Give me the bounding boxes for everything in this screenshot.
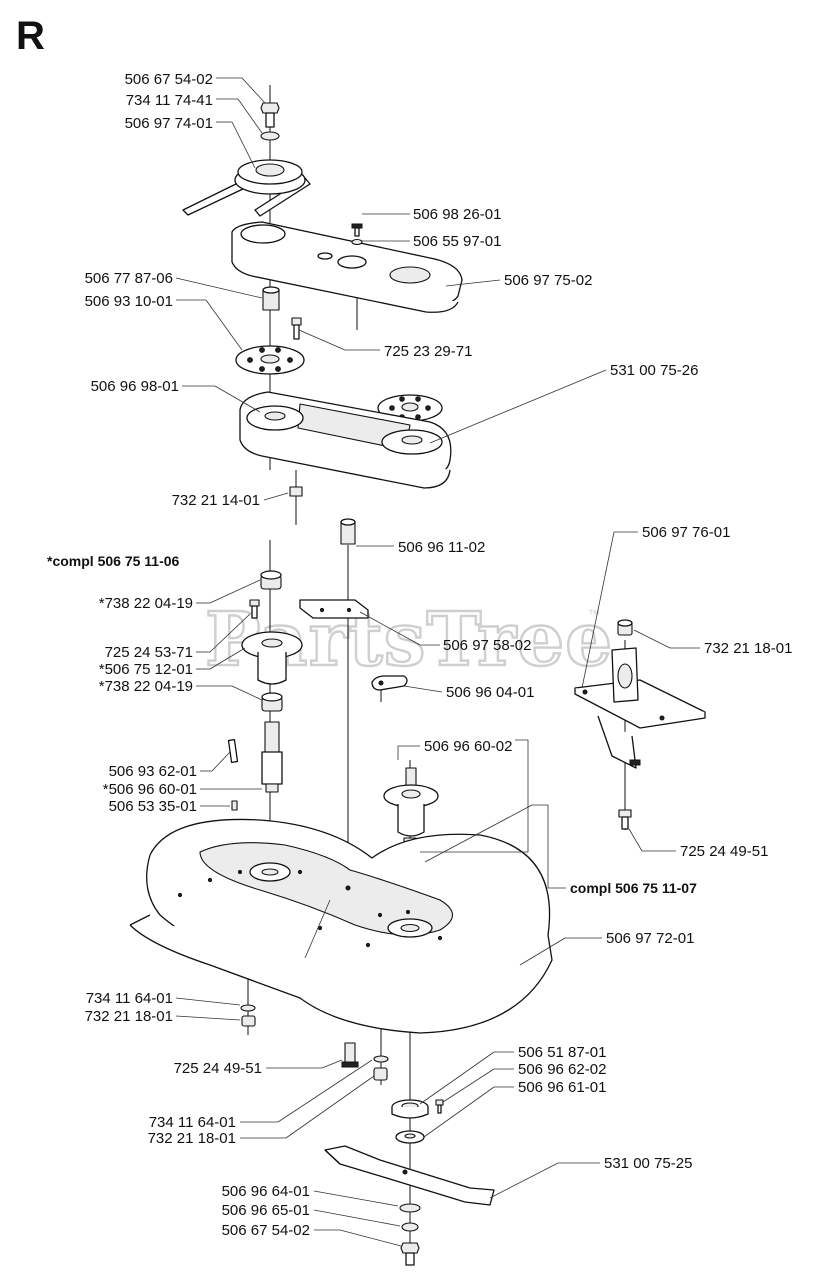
callout-label: 732 21 18-01 <box>85 1008 173 1025</box>
callout-label: 732 21 18-01 <box>704 640 792 657</box>
callout-label: 506 97 58-02 <box>443 637 531 654</box>
deck-bolt <box>341 1042 359 1068</box>
bushing <box>262 286 280 311</box>
callout-label: 506 96 64-01 <box>222 1183 310 1200</box>
callout-label: 531 00 75-25 <box>604 1155 692 1172</box>
callout-label: 506 96 65-01 <box>222 1202 310 1219</box>
bracket-plate <box>299 599 369 619</box>
callout-label: 732 21 18-01 <box>148 1130 236 1147</box>
callout-label: 506 55 97-01 <box>413 233 501 250</box>
callout-label: 506 97 74-01 <box>125 115 213 132</box>
callout-label: 725 24 49-51 <box>174 1060 262 1077</box>
spring-washer <box>401 1222 419 1232</box>
callout-label: 725 24 49-51 <box>680 843 768 860</box>
top-pulley <box>182 159 311 217</box>
idler-nut <box>617 619 633 636</box>
callout-label: 506 96 98-01 <box>91 378 179 395</box>
page-letter: R <box>16 14 45 58</box>
callout-label: 506 96 60-02 <box>424 738 512 755</box>
callout-label: 506 97 75-02 <box>504 272 592 289</box>
top-washer <box>260 131 280 141</box>
callout-label: 734 11 74-41 <box>126 92 213 109</box>
spacer-tube <box>340 518 356 545</box>
parts-drawing <box>129 85 706 1266</box>
callout-label: 725 24 53-71 <box>105 644 193 661</box>
callout-label: *506 96 60-01 <box>103 781 197 798</box>
pin <box>231 800 238 811</box>
callout-label: 506 96 11-02 <box>398 539 485 556</box>
cover-washer <box>351 238 363 246</box>
callout-label: *738 22 04-19 <box>99 678 193 695</box>
cup-washer <box>399 1203 421 1213</box>
flange-screw <box>291 317 302 340</box>
washer-left <box>240 1004 256 1012</box>
callout-label-bold: compl 506 75 11-07 <box>570 880 697 896</box>
leader-lines <box>175 77 700 1247</box>
callout-label: 506 51 87-01 <box>518 1044 606 1061</box>
nut-mid <box>373 1067 388 1081</box>
callout-label: 506 96 61-01 <box>518 1079 606 1096</box>
hub-screw <box>435 1099 444 1114</box>
callout-label: 506 53 35-01 <box>109 798 197 815</box>
belt-guard-cover <box>231 221 463 313</box>
callout-label: *506 75 12-01 <box>99 661 193 678</box>
bearing-bolt <box>249 599 260 619</box>
idler-bolt <box>618 809 632 830</box>
callout-label: 506 96 62-02 <box>518 1061 606 1078</box>
cover-screw <box>351 223 363 237</box>
bearing-housing <box>241 631 303 685</box>
bearing-lower <box>261 692 283 712</box>
shaft-key <box>227 739 239 763</box>
callout-label: 734 11 64-01 <box>149 1114 236 1131</box>
callout-label: 506 96 04-01 <box>446 684 534 701</box>
blade-hub <box>391 1099 429 1119</box>
nut-left <box>241 1015 256 1027</box>
spindle-housing <box>383 767 439 849</box>
callout-label: 506 93 10-01 <box>85 293 173 310</box>
spindle-shaft <box>261 721 283 793</box>
bearing-upper <box>260 570 282 590</box>
blade <box>324 1145 495 1206</box>
callout-label: 506 93 62-01 <box>109 763 197 780</box>
blade-holder <box>395 1130 425 1144</box>
callout-label: 506 67 54-02 <box>222 1222 310 1239</box>
washer-mid <box>373 1055 389 1063</box>
callout-label: 506 97 76-01 <box>642 524 730 541</box>
callout-label: 531 00 75-26 <box>610 362 698 379</box>
mower-deck <box>129 818 553 1034</box>
callout-label: 506 77 87-06 <box>85 270 173 287</box>
callout-label: 734 11 64-01 <box>86 990 173 1007</box>
belt-housing <box>239 391 452 489</box>
tension-link <box>371 675 408 702</box>
top-bolt <box>260 102 280 128</box>
callout-label: 506 98 26-01 <box>413 206 501 223</box>
callout-label: 725 23 29-71 <box>384 343 472 360</box>
watermark-trademark: ™ <box>588 607 600 621</box>
idler-bracket-assembly <box>574 647 706 769</box>
callout-label-bold: *compl 506 75 11-06 <box>47 553 180 569</box>
callout-label: 506 97 72-01 <box>606 930 694 947</box>
blade-bolt <box>400 1242 420 1266</box>
callout-label: 506 67 54-02 <box>125 71 213 88</box>
nut-small <box>289 486 303 497</box>
callout-label: 732 21 14-01 <box>172 492 260 509</box>
callout-labels: 506 67 54-02 734 11 74-41 506 97 74-01 5… <box>47 71 792 1239</box>
flange-plate <box>235 345 305 375</box>
callout-label: *738 22 04-19 <box>99 595 193 612</box>
